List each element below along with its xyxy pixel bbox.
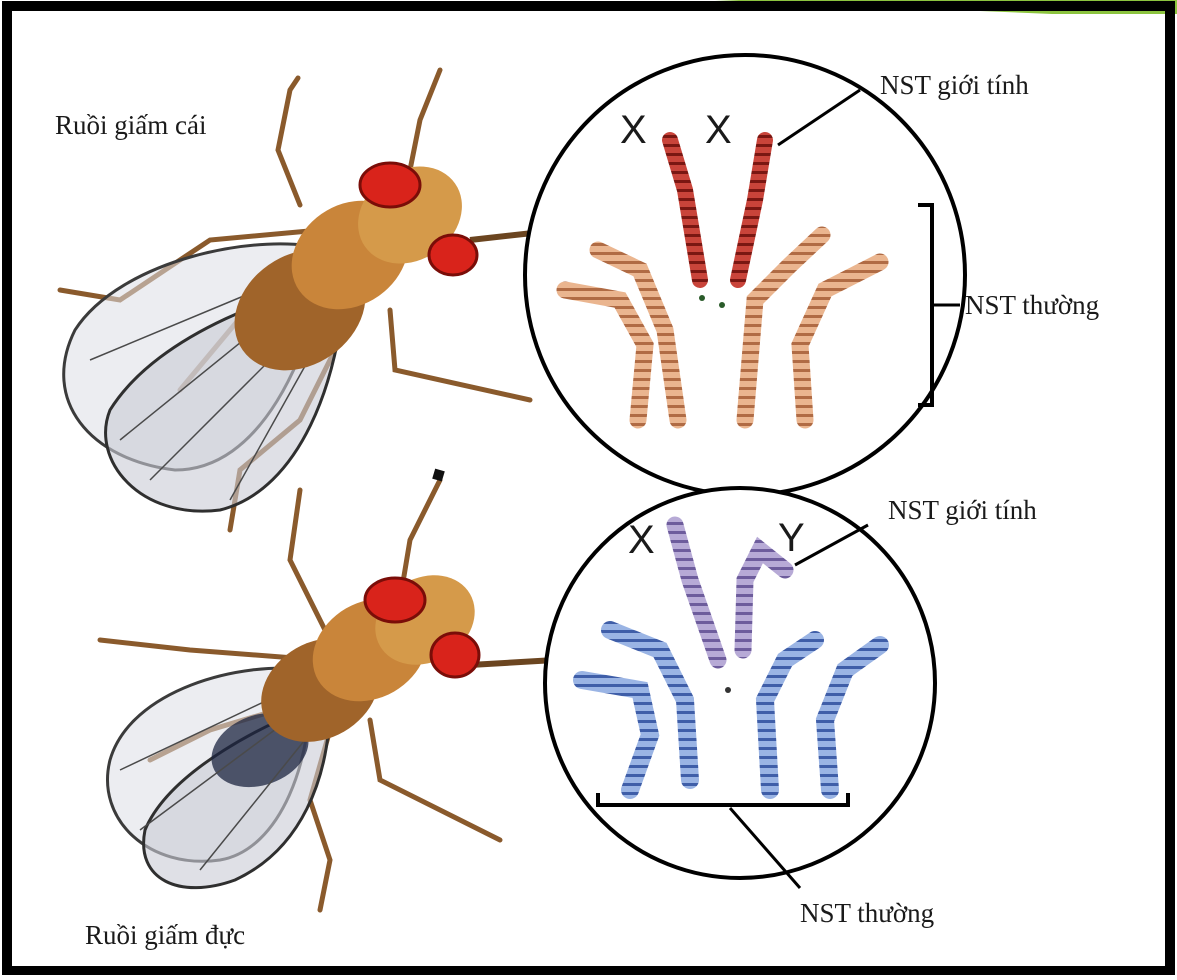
male-sex-chromosome-label: NST giới tính [888,495,1037,526]
male-x-chromosome-letter: X [628,518,655,563]
male-autosome-label: NST thường [800,898,934,929]
female-karyotype [525,55,965,495]
female-fly-label: Ruồi giấm cái [55,110,206,141]
female-x-chromosome-letter: X [705,108,732,153]
male-fly-label: Ruồi giấm đực [85,920,245,951]
female-autosome-label: NST thường [965,290,1099,321]
female-x-chromosome-letter: X [620,108,647,153]
male-fly-illustration [100,470,576,910]
male-karyotype [545,488,935,888]
female-sex-chromosome-label: NST giới tính [880,70,1029,101]
male-y-chromosome-letter: Y [778,516,805,561]
